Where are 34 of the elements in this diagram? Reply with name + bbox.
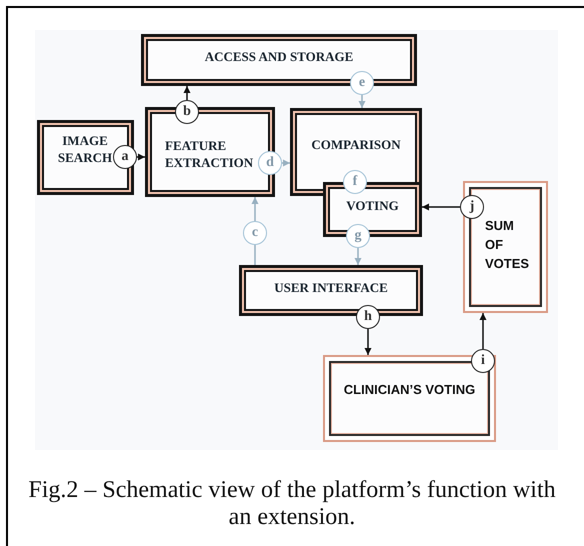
step-letter: a bbox=[122, 149, 128, 165]
process-box bbox=[145, 107, 275, 197]
box-label: COMPARISON bbox=[310, 136, 402, 153]
arrow bbox=[364, 329, 372, 355]
process-box bbox=[323, 355, 496, 442]
step-letter: e bbox=[358, 75, 366, 91]
box-label: FEATURE EXTRACTION bbox=[165, 137, 254, 171]
connector-line bbox=[254, 245, 256, 265]
process-box bbox=[141, 34, 417, 86]
box-label: IMAGE SEARCH bbox=[56, 132, 114, 166]
arrow bbox=[137, 154, 145, 160]
arrow bbox=[422, 204, 460, 210]
box-label: VOTING bbox=[345, 197, 400, 214]
arrow bbox=[358, 95, 366, 108]
step-letter: h bbox=[364, 309, 372, 325]
box-label: CLINICIAN’S VOTING bbox=[342, 381, 476, 399]
arrow bbox=[282, 160, 290, 166]
box-label: SUM OF VOTES bbox=[485, 217, 530, 273]
step-letter: i bbox=[481, 353, 485, 369]
box-label: ACCESS AND STORAGE bbox=[204, 48, 354, 65]
step-letter: c bbox=[252, 225, 258, 241]
box-label: USER INTERFACE bbox=[273, 279, 389, 296]
step-letter: b bbox=[183, 104, 191, 120]
step-letter: d bbox=[266, 155, 274, 171]
step-letter: g bbox=[354, 228, 362, 244]
process-box bbox=[463, 181, 548, 313]
arrow bbox=[252, 197, 258, 221]
arrow bbox=[480, 313, 486, 349]
step-letter: j bbox=[470, 199, 474, 215]
arrow bbox=[184, 86, 190, 100]
process-box bbox=[37, 120, 134, 195]
figure-caption: Fig.2 – Schematic view of the platform’s function with an extension. bbox=[27, 477, 557, 531]
step-letter: f bbox=[352, 174, 358, 190]
arrow bbox=[354, 248, 362, 265]
